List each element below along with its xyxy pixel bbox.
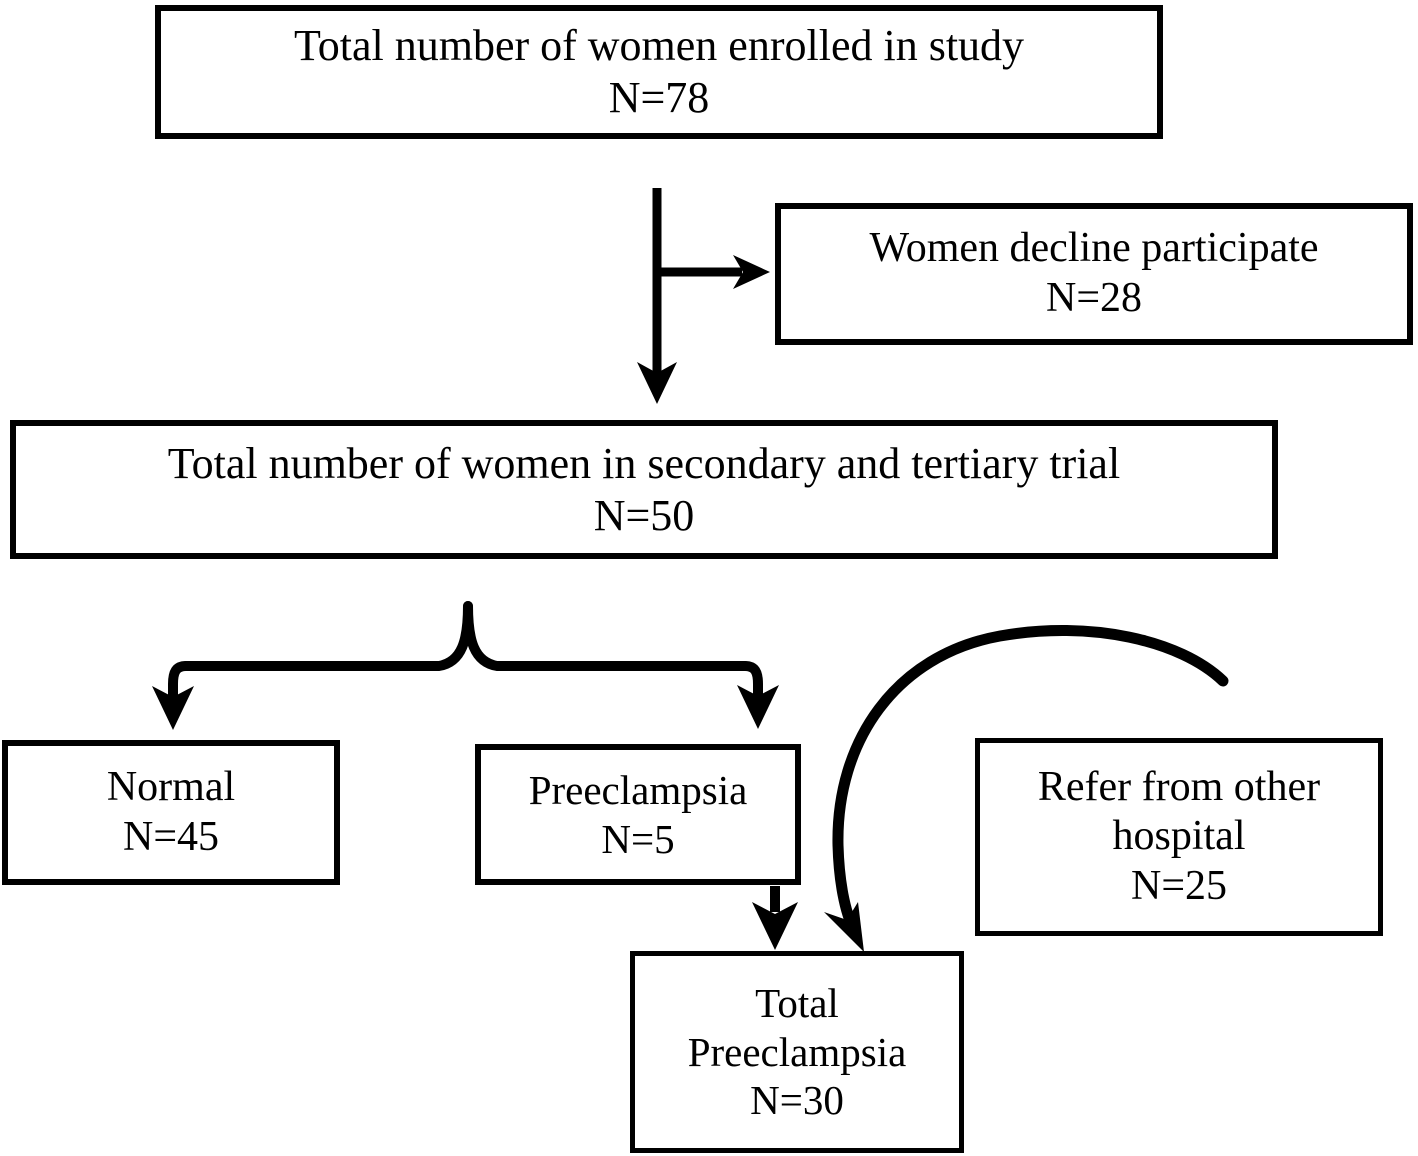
node-women-decline-line1: Women decline participate (869, 225, 1319, 272)
node-preeclampsia-line1: Preeclampsia (528, 767, 748, 814)
connector-secondary-split-brace (152, 601, 779, 730)
connector-enrolled-to-secondary (637, 330, 677, 404)
node-preeclampsia-count: N=5 (601, 815, 675, 862)
node-refer-other-hospital-line1: Refer from other (1037, 763, 1321, 810)
node-normal[interactable]: Normal N=45 (2, 740, 340, 885)
node-normal-count: N=45 (122, 813, 220, 860)
node-secondary-tertiary-trial-line1: Total number of women in secondary and t… (167, 438, 1121, 488)
node-total-enrolled[interactable]: Total number of women enrolled in study … (155, 5, 1163, 139)
node-total-preeclampsia-line2: Preeclampsia (687, 1028, 907, 1075)
node-total-preeclampsia-count: N=30 (750, 1077, 844, 1124)
node-preeclampsia[interactable]: Preeclampsia N=5 (475, 744, 801, 885)
node-secondary-tertiary-trial-count: N=50 (593, 490, 695, 540)
node-secondary-tertiary-trial[interactable]: Total number of women in secondary and t… (10, 420, 1278, 559)
node-total-preeclampsia-line1: Total (755, 980, 839, 1027)
node-total-enrolled-line1: Total number of women enrolled in study (293, 21, 1025, 71)
node-women-decline[interactable]: Women decline participate N=28 (775, 203, 1413, 345)
node-total-preeclampsia[interactable]: Total Preeclampsia N=30 (630, 951, 964, 1153)
connector-preeclampsia-to-total (752, 886, 798, 950)
connector-enrolled-to-decline (652, 188, 770, 380)
node-refer-other-hospital[interactable]: Refer from other hospital N=25 (975, 738, 1383, 936)
node-women-decline-count: N=28 (1045, 275, 1143, 321)
node-normal-line1: Normal (106, 763, 236, 810)
node-total-enrolled-count: N=78 (608, 73, 710, 122)
node-refer-other-hospital-line2: hospital (1112, 813, 1246, 860)
node-refer-other-hospital-count: N=25 (1130, 862, 1228, 909)
